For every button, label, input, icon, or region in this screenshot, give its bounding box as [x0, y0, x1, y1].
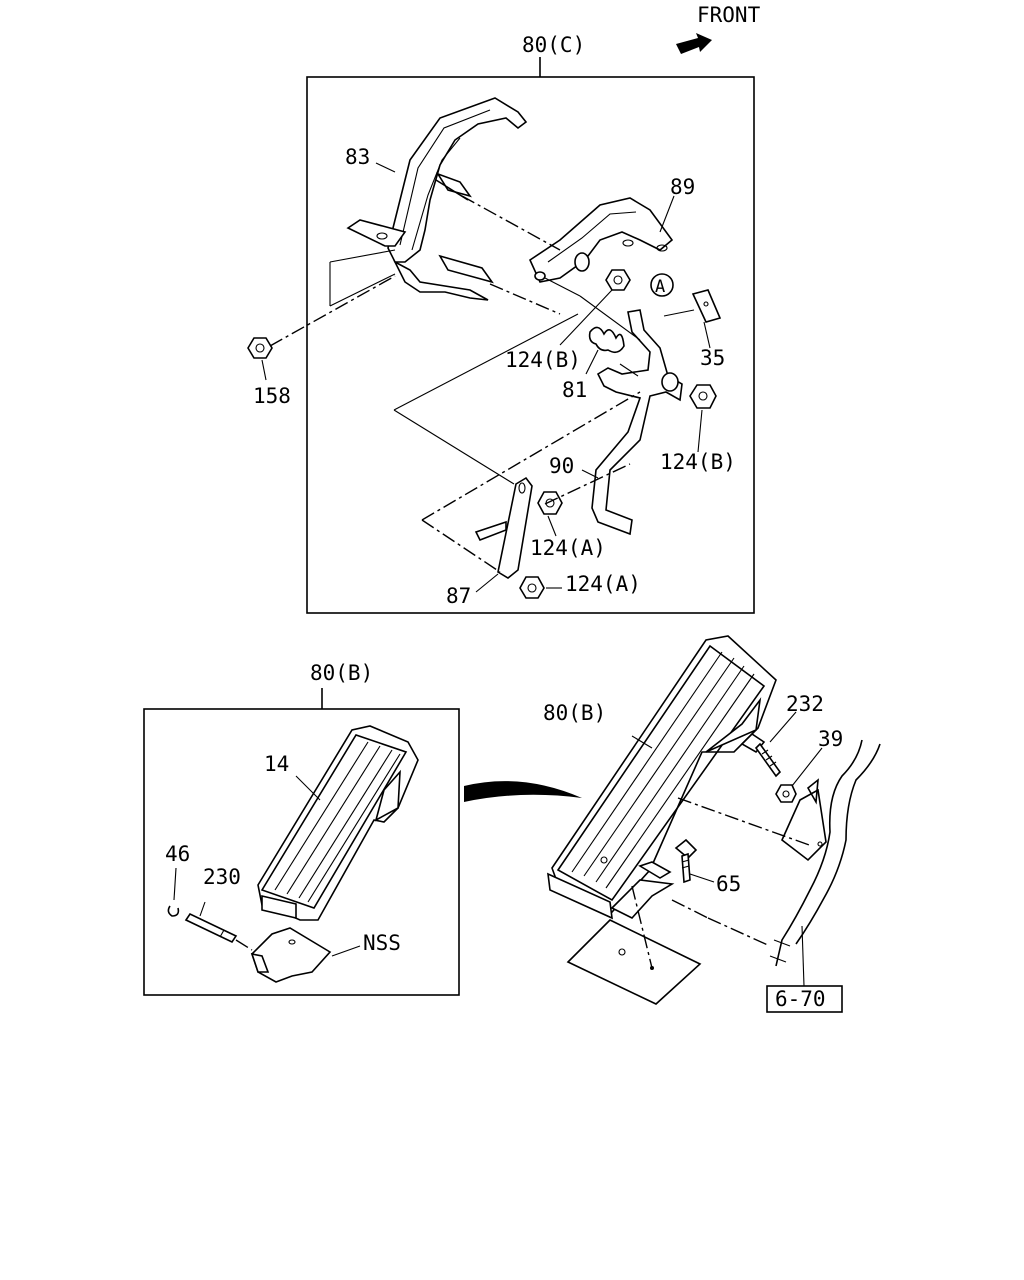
callout-89: 89 — [670, 175, 695, 199]
clip-35 — [691, 289, 722, 323]
assembly-b-title: 80(B) — [310, 661, 373, 685]
nut-124a-lower — [519, 576, 545, 599]
callout-nss: NSS — [363, 931, 401, 955]
bracket-nss — [250, 927, 332, 983]
callout-158: 158 — [253, 384, 291, 408]
front-label: FRONT — [697, 3, 761, 27]
clip-46 — [167, 905, 180, 917]
callout-81: 81 — [562, 378, 587, 402]
callout-124a-upper: 124(A) — [530, 536, 606, 560]
floor-panel — [769, 739, 881, 967]
pin-230 — [184, 912, 238, 944]
front-arrow-icon — [676, 33, 712, 54]
callout-232: 232 — [786, 692, 824, 716]
reference-box — [766, 985, 843, 1013]
transfer-arrow-icon — [464, 781, 582, 802]
callout-90: 90 — [549, 454, 574, 478]
nut-124b-upper — [605, 269, 631, 291]
assembly-c-title: 80(C) — [522, 33, 585, 57]
bolt-232 — [740, 732, 782, 778]
callout-87: 87 — [446, 584, 471, 608]
bolt-65 — [674, 838, 698, 884]
callout-35: 35 — [700, 346, 725, 370]
callout-124b-upper: 124(B) — [505, 348, 581, 372]
installed-pedal — [547, 635, 777, 1005]
link-87 — [474, 476, 533, 579]
assembly-c-leaders — [261, 162, 711, 593]
nut-158 — [247, 337, 273, 359]
installed-leaders — [631, 735, 813, 987]
assembly-c-frame — [306, 57, 755, 614]
callout-124b-lower: 124(B) — [660, 450, 736, 474]
callout-124a-lower: 124(A) — [565, 572, 641, 596]
callout-65: 65 — [716, 872, 741, 896]
callout-83: 83 — [345, 145, 370, 169]
pedal-arm-90 — [591, 309, 683, 536]
callout-14: 14 — [264, 752, 289, 776]
nut-39 — [775, 784, 797, 803]
pedal-pad-14 — [257, 725, 419, 921]
callout-39: 39 — [818, 727, 843, 751]
callout-6-70: 6-70 — [775, 987, 826, 1011]
bracket-89 — [528, 197, 674, 283]
nut-124a-upper — [537, 491, 563, 515]
assembly-b-frame — [143, 688, 460, 996]
callout-46: 46 — [165, 842, 190, 866]
spring-81 — [588, 326, 625, 354]
installed-title: 80(B) — [543, 701, 606, 725]
marker-a-icon — [650, 273, 674, 297]
callout-230: 230 — [203, 865, 241, 889]
marker-a-label: A — [655, 277, 665, 297]
bracket-83 — [346, 97, 528, 301]
nut-124b-lower — [689, 384, 717, 409]
